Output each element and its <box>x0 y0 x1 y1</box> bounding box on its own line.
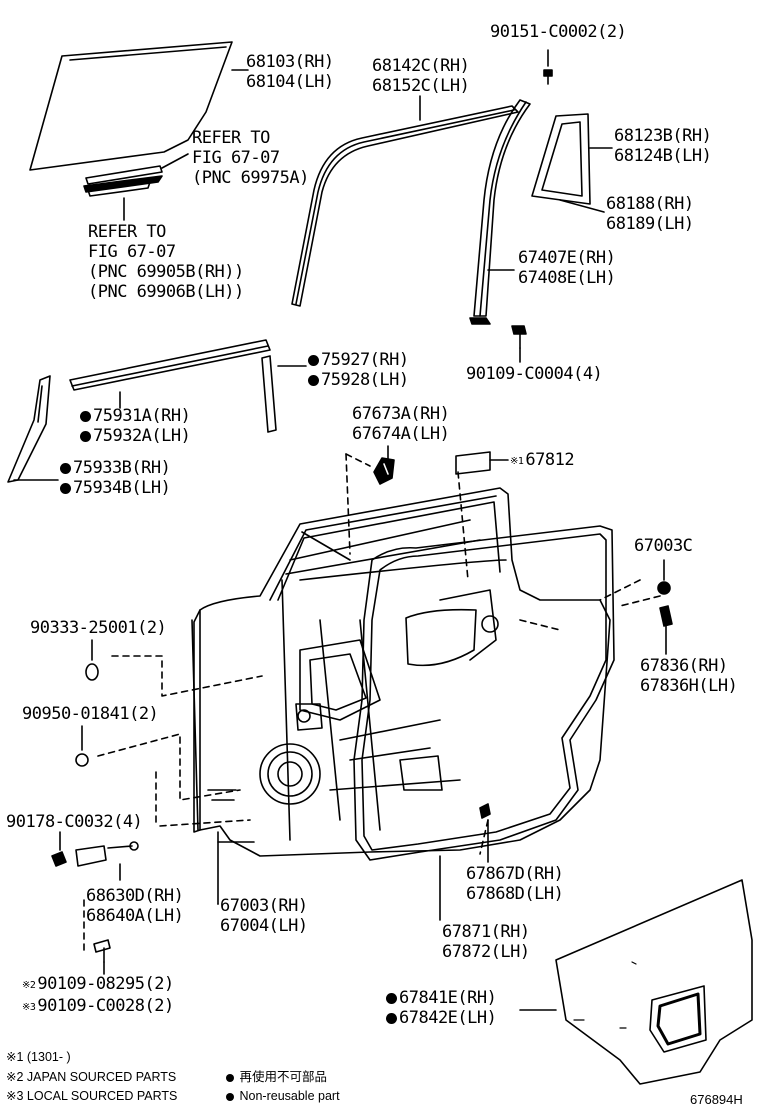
label-weatherstrip-clip: 67867D(RH)67868D(LH) <box>466 864 564 904</box>
label-weatherstrip: 67871(RH)67872(LH) <box>442 922 530 962</box>
legend-nonreusable-en: Non-reusable part <box>226 1089 340 1104</box>
bolt-part <box>93 939 111 963</box>
weatherstrip <box>353 525 615 861</box>
door-glass <box>29 41 233 171</box>
pillar-garnish <box>7 375 51 483</box>
label-division-bar: 67407E(RH)67408E(LH) <box>518 248 616 288</box>
label-glass: 68103(RH)68104(LH) <box>246 52 334 92</box>
glass-channel-bracket <box>83 165 163 197</box>
bracket-part <box>373 457 395 485</box>
label-cover: 67836(RH)67836H(LH) <box>640 656 738 696</box>
label-door-panel: 67003(RH)67004(LH) <box>220 896 308 936</box>
legend-note-1: ※1 (1301- ) <box>6 1050 71 1064</box>
label-plug-hole: 90333-25001(2) <box>30 618 167 638</box>
label-quarter-glass: 68123B(RH)68124B(LH) <box>614 126 712 166</box>
legend-note-2: ※2 JAPAN SOURCED PARTS <box>6 1070 177 1084</box>
plug-part <box>657 581 671 595</box>
check-part <box>51 841 139 867</box>
screw-mid-icon <box>511 325 527 349</box>
cover-part <box>659 605 673 627</box>
legend-nonreusable-jp: 再使用不可部品 <box>226 1070 327 1085</box>
weatherstrip-clip-part <box>479 803 491 819</box>
screw-top-icon <box>543 69 553 85</box>
label-belt-moulding: 75931A(RH)75932A(LH) <box>80 406 191 446</box>
label-nut: 90178-C0032(4) <box>6 812 143 832</box>
leader-line <box>559 199 605 213</box>
clip-part <box>75 753 89 767</box>
label-belt-moulding-rear: 75927(RH)75928(LH) <box>308 350 409 390</box>
label-run-channel: 68142C(RH)68152C(LH) <box>372 56 470 96</box>
door-panel <box>191 487 611 857</box>
belt-moulding <box>69 339 271 391</box>
leader-line <box>161 153 189 169</box>
label-plug: 67003C <box>634 536 693 556</box>
quarter-glass <box>531 113 591 205</box>
plug-hole-part <box>85 663 99 681</box>
label-screw-top: 90151-C0002(2) <box>490 22 627 42</box>
belt-moulding-rear <box>261 355 277 433</box>
assembly-lines <box>83 453 661 951</box>
label-quarter-weatherstrip: 68188(RH)68189(LH) <box>606 194 694 234</box>
label-clip: 90950-01841(2) <box>22 704 159 724</box>
label-screw-mid: 90109-C0004(4) <box>466 364 603 384</box>
label-bracket: 67673A(RH)67674A(LH) <box>352 404 450 444</box>
pad-part <box>455 451 491 475</box>
label-pillar-garnish: 75933B(RH)75934B(LH) <box>60 458 171 498</box>
run-channel <box>291 105 519 307</box>
figure-id: 676894H <box>690 1092 743 1107</box>
label-service-hole-cover: 67841E(RH)67842E(LH) <box>386 988 497 1028</box>
legend-note-3: ※3 LOCAL SOURCED PARTS <box>6 1089 178 1103</box>
label-check: 68630D(RH)68640A(LH) <box>86 886 184 926</box>
service-hole-cover <box>555 879 753 1085</box>
division-bar <box>469 99 531 325</box>
